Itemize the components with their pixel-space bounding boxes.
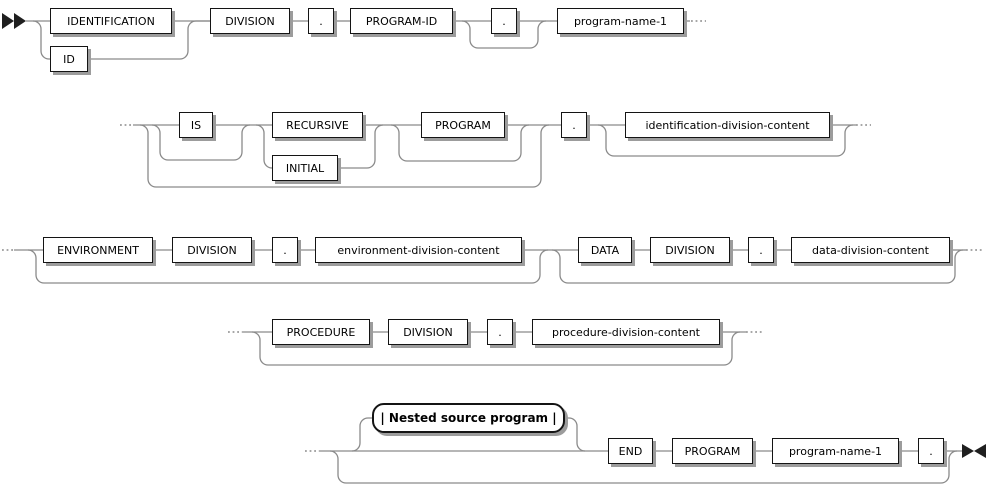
keyword-environment: ENVIRONMENT (43, 237, 153, 263)
identification-content-bypass (597, 124, 854, 157)
separator-period-data: . (748, 237, 774, 263)
id-branch (32, 20, 51, 60)
initial-branch (255, 124, 273, 169)
separator-period-row1b: . (491, 8, 517, 34)
keyword-identification: IDENTIFICATION (50, 8, 172, 34)
variable-program-name-row5: program-name-1 (772, 438, 899, 464)
data-division-bypass (551, 249, 964, 284)
variable-identification-division-content: identification-division-content (625, 112, 830, 138)
procedure-division-bypass (251, 331, 741, 366)
variable-procedure-division-content: procedure-division-content (532, 319, 720, 345)
separator-period-procedure: . (487, 319, 513, 345)
separator-period-row5: . (918, 438, 944, 464)
program-bypass (390, 124, 530, 162)
nested-loop-right (565, 417, 586, 452)
keyword-data: DATA (578, 237, 632, 263)
row3-connectors (2, 249, 984, 284)
variable-environment-division-content: environment-division-content (315, 237, 522, 263)
keyword-program-row2: PROGRAM (421, 112, 505, 138)
keyword-program-row5: PROGRAM (672, 438, 753, 464)
keyword-recursive: RECURSIVE (272, 112, 363, 138)
separator-period-row2: . (561, 112, 587, 138)
start-arrow-icon (14, 13, 26, 29)
keyword-division-data: DIVISION (650, 237, 730, 263)
environment-division-bypass (27, 249, 549, 284)
end-arrow-icon (962, 444, 974, 458)
row1-connectors (26, 20, 706, 60)
separator-period-environment: . (272, 237, 298, 263)
initial-rejoin (338, 124, 384, 169)
keyword-division-procedure: DIVISION (388, 319, 468, 345)
start-arrow-icon (2, 13, 14, 29)
keyword-initial: INITIAL (272, 155, 338, 181)
variable-program-name-row1: program-name-1 (557, 8, 684, 34)
outer-optional-bypass (139, 124, 550, 188)
optional-period-bypass (461, 20, 547, 49)
keyword-end: END (608, 438, 653, 464)
is-bypass (151, 124, 251, 161)
keyword-program-id: PROGRAM-ID (350, 8, 453, 34)
row2-connectors (120, 124, 871, 188)
keyword-division-row1: DIVISION (210, 8, 290, 34)
row5-connectors (305, 417, 962, 484)
variable-data-division-content: data-division-content (791, 237, 950, 263)
end-arrow-icon (974, 444, 986, 458)
keyword-id: ID (50, 46, 88, 72)
row4-connectors (228, 331, 762, 366)
keyword-division-environment: DIVISION (172, 237, 252, 263)
end-program-bypass (329, 450, 958, 484)
separator-period-row1a: . (308, 8, 334, 34)
fragment-nested-source-program: | Nested source program | (372, 403, 565, 433)
keyword-procedure: PROCEDURE (272, 319, 370, 345)
nested-loop-left (351, 417, 372, 452)
keyword-is: IS (179, 112, 213, 138)
